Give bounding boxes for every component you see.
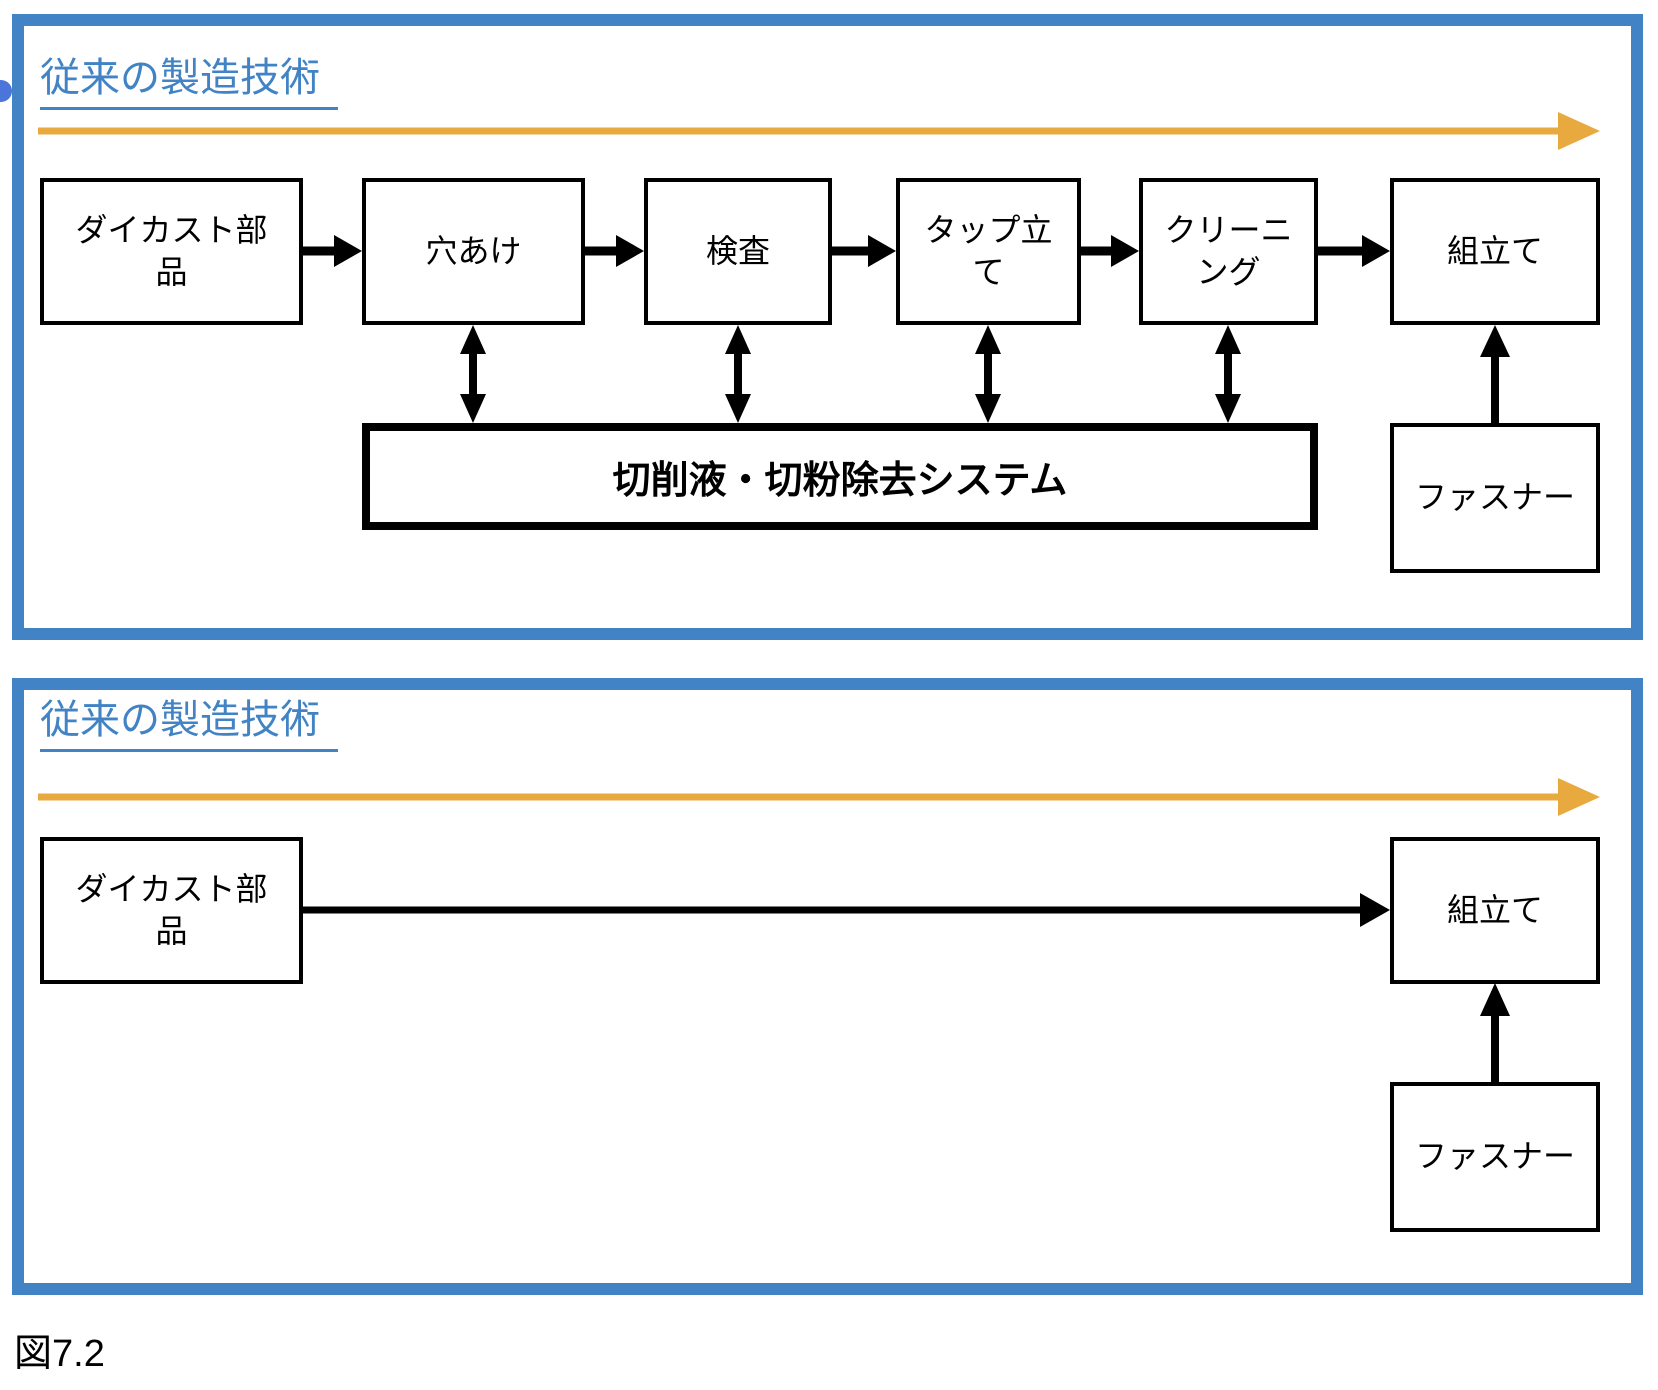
process-box-cleaning: クリーニング bbox=[1139, 178, 1318, 325]
bullet-dot bbox=[0, 80, 12, 102]
flow-arrow-tap-clean bbox=[1081, 235, 1139, 267]
flow-arrow-diecast-drill bbox=[303, 235, 362, 267]
flow-arrow-diecast-assembly bbox=[303, 893, 1390, 927]
fastener-box-bottom: ファスナー bbox=[1390, 1082, 1600, 1232]
double-arrow-clean-system bbox=[1215, 325, 1241, 423]
process-box-inspection: 検査 bbox=[644, 178, 832, 325]
process-box-tapping: タップ立て bbox=[896, 178, 1081, 325]
process-box-diecast-parts-bottom: ダイカスト部品 bbox=[40, 837, 303, 984]
flow-arrow-clean-assembly bbox=[1318, 235, 1390, 267]
process-box-assembly-bottom: 組立て bbox=[1390, 837, 1600, 984]
flow-arrow-inspect-tap bbox=[832, 235, 896, 267]
double-arrow-inspect-system bbox=[725, 325, 751, 423]
figure-caption: 図7.2 bbox=[14, 1333, 105, 1375]
process-box-assembly: 組立て bbox=[1390, 178, 1600, 325]
coolant-chip-removal-system-box: 切削液・切粉除去システム bbox=[362, 423, 1318, 530]
process-box-diecast-parts: ダイカスト部品 bbox=[40, 178, 303, 325]
double-arrow-drill-system bbox=[460, 325, 486, 423]
panel-top-title: 従来の製造技術 bbox=[40, 58, 338, 110]
panel-bottom-frame bbox=[12, 678, 1643, 1295]
fastener-arrow-bottom bbox=[1480, 983, 1510, 1082]
panel-bottom-title: 従来の製造技術 bbox=[40, 700, 338, 752]
flow-arrow-drill-inspect bbox=[585, 235, 644, 267]
fastener-box-top: ファスナー bbox=[1390, 423, 1600, 573]
panel-top-frame bbox=[12, 14, 1643, 640]
timeline-arrow-top bbox=[38, 112, 1600, 150]
double-arrow-tap-system bbox=[975, 325, 1001, 423]
timeline-arrow-bottom bbox=[38, 778, 1600, 816]
process-box-drilling: 穴あけ bbox=[362, 178, 585, 325]
fastener-arrow-top bbox=[1480, 325, 1510, 423]
